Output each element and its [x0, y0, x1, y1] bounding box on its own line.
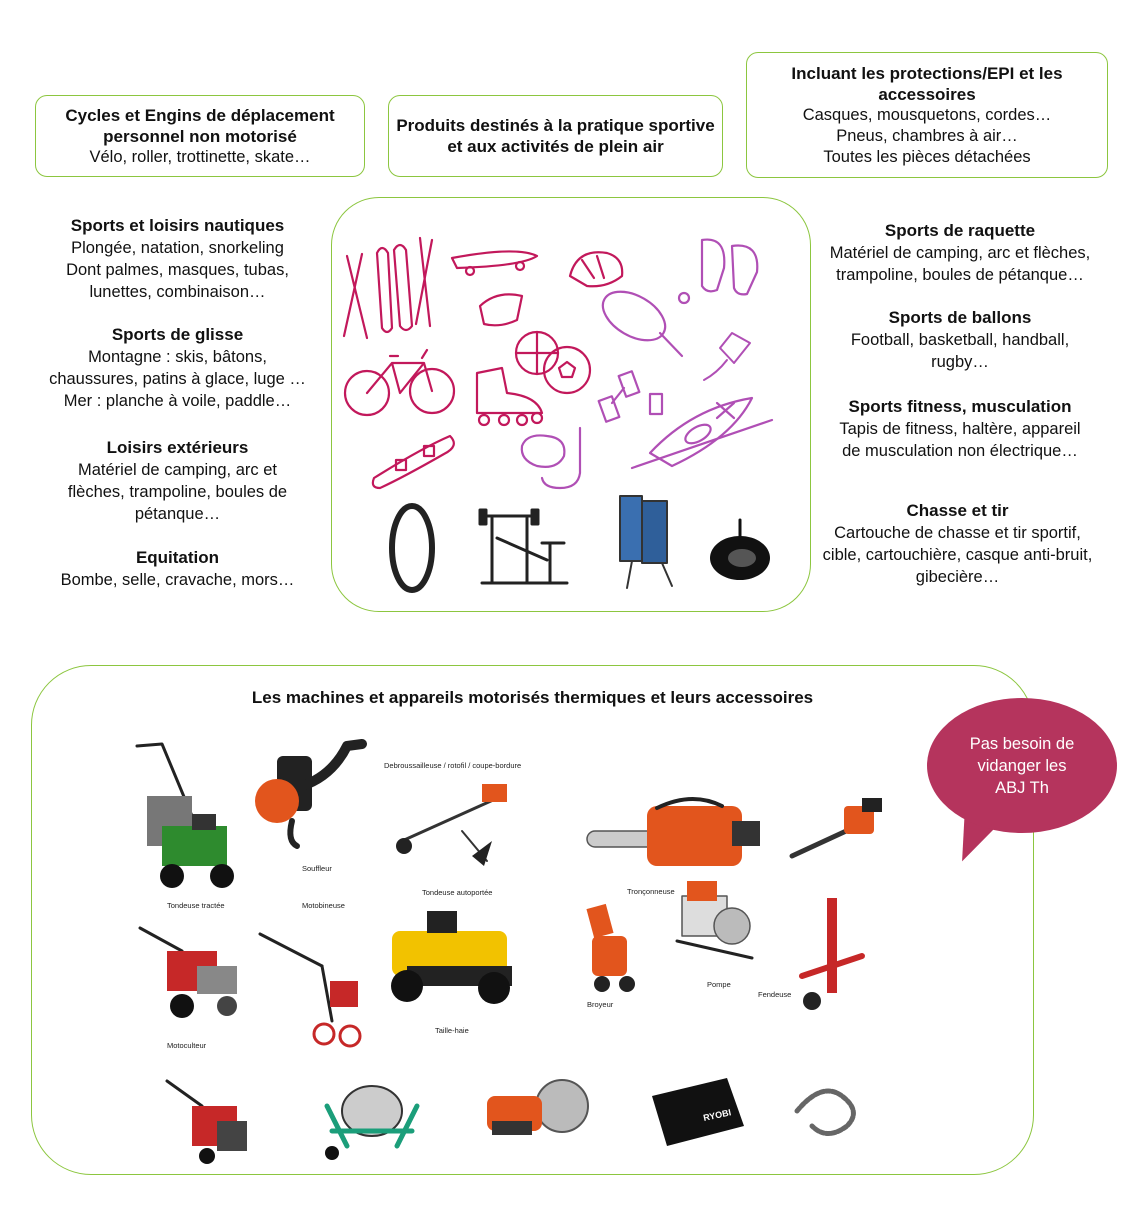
cat-line: lunettes, combinaison…: [89, 283, 266, 301]
cat-chasse: Chasse et tir Cartouche de chasse et tir…: [800, 500, 1115, 588]
cat-line: gibecière…: [915, 568, 1000, 586]
cat-raquette: Sports de raquette Matériel de camping, …: [805, 220, 1115, 286]
chainsaw-icon: [586, 796, 760, 866]
cat-title: Sports fitness, musculation: [848, 397, 1072, 416]
cat-line: Mer : planche à voile, paddle…: [63, 392, 292, 410]
caption-debroussailleuse: Debroussailleuse / rotofil / coupe-bordu…: [384, 761, 522, 770]
snow-blower-icon: [165, 1079, 247, 1164]
caption-tondeuse-autoportee: Tondeuse autoportée: [422, 888, 493, 897]
protections-line1: Casques, mousquetons, cordes…: [802, 105, 1052, 124]
cat-line: Matériel de camping, arc et: [77, 461, 277, 479]
bubble-line3: ABJ Th: [995, 778, 1049, 797]
cat-title: Sports et loisirs nautiques: [70, 216, 285, 235]
cat-line: cible, cartouchière, casque anti-bruit,: [822, 546, 1093, 564]
cycles-box: Cycles et Engins de déplacement personne…: [35, 95, 365, 177]
cat-title: Loisirs extérieurs: [106, 438, 249, 457]
cycles-line: Vélo, roller, trottinette, skate…: [89, 147, 311, 166]
cat-title: Chasse et tir: [906, 501, 1009, 520]
protections-line2: Pneus, chambres à air…: [836, 126, 1018, 145]
produits-title: Produits destinés à la pratique sportive…: [396, 116, 715, 156]
snowboard-icon: [371, 434, 455, 490]
protections-title: Incluant les protections/EPI et les acce…: [791, 63, 1063, 104]
cat-line: Montagne : skis, bâtons,: [88, 348, 267, 366]
disc-cutter-icon: [487, 1079, 589, 1135]
flippers-icon: [700, 238, 759, 296]
cat-fitness: Sports fitness, musculation Tapis de fit…: [805, 396, 1115, 462]
caption-tondeuse-tractee: Tondeuse tractée: [167, 901, 225, 910]
cat-nautiques: Sports et loisirs nautiques Plongée, nat…: [30, 215, 325, 303]
cat-line: Bombe, selle, cravache, mors…: [60, 571, 295, 589]
balls-icon: [514, 330, 592, 395]
caption-pompe: Pompe: [707, 980, 731, 989]
kayak-icon: [630, 396, 774, 470]
cat-line: flèches, trampoline, boules de: [67, 483, 288, 501]
cat-ballons: Sports de ballons Football, basketball, …: [805, 307, 1115, 373]
ping-pong-table-icon: [619, 495, 673, 589]
shin-guard-icon: [478, 293, 524, 327]
speech-bubble: Pas besoin de vidanger les ABJ Th: [927, 698, 1117, 833]
cat-line: Plongée, natation, snorkeling: [71, 239, 284, 257]
sports-illustration-panel: [331, 197, 811, 612]
cat-line: de musculation non électrique…: [842, 442, 1078, 460]
cat-line: Matériel de camping, arc et flèches,: [829, 244, 1091, 262]
cat-line: pétanque…: [134, 505, 221, 523]
caption-fendeuse: Fendeuse: [758, 990, 792, 999]
brush-cutter-icon: [396, 784, 507, 866]
inner-tube-icon: [710, 518, 770, 580]
skateboard-icon: [450, 250, 539, 277]
ride-on-mower-icon: [391, 911, 512, 1004]
broyeur-icon: [586, 903, 635, 992]
caption-motobineuse: Motobineuse: [302, 901, 345, 910]
kite-icon: [703, 332, 751, 381]
weight-bench-icon: [478, 508, 569, 585]
motobineuse-icon: [258, 932, 362, 1048]
saw-chain-icon: [794, 1088, 856, 1136]
machines-panel: Les machines et appareils motorisés ther…: [31, 665, 1034, 1175]
caption-broyeur: Broyeur: [587, 1000, 614, 1009]
snorkel-mask-icon: [520, 426, 582, 490]
skis-icon: [342, 236, 434, 340]
cat-title: Sports de ballons: [888, 308, 1032, 327]
helmet-icon: [568, 251, 624, 288]
cat-title: Sports de raquette: [884, 221, 1036, 240]
motoculteur-icon: [138, 926, 237, 1018]
cat-exterieurs: Loisirs extérieurs Matériel de camping, …: [30, 437, 325, 525]
cycles-title: Cycles et Engins de déplacement personne…: [65, 105, 335, 146]
caption-taille-haie: Taille-haie: [435, 1026, 469, 1035]
tennis-racket-icon: [601, 290, 691, 358]
log-splitter-icon: [799, 898, 865, 1010]
cat-glisse: Sports de glisse Montagne : skis, bâtons…: [30, 324, 325, 412]
lawn-mower-icon: [135, 742, 234, 888]
grass-collector-icon: RYOBI: [652, 1078, 744, 1146]
protections-line3: Toutes les pièces détachées: [823, 147, 1031, 166]
bicycle-icon: [343, 348, 456, 417]
cat-line: Football, basketball, handball,: [850, 331, 1070, 349]
leaf-blower-icon: [255, 739, 367, 849]
protections-box: Incluant les protections/EPI et les acce…: [746, 52, 1108, 178]
pump-icon: [675, 881, 754, 960]
bubble-line1: Pas besoin de: [969, 734, 1075, 753]
cat-title: Equitation: [135, 548, 220, 567]
cat-line: rugby…: [931, 353, 989, 371]
bubble-line2: vidanger les: [977, 756, 1067, 775]
machines-title: Les machines et appareils motorisés ther…: [251, 688, 814, 707]
cat-title: Sports de glisse: [111, 325, 244, 344]
caption-souffleur: Souffleur: [302, 864, 332, 873]
cat-line: trampoline, boules de pétanque…: [836, 266, 1084, 284]
dumbbell-icon: [597, 370, 664, 423]
caption-tronconneuse: Tronçonneuse: [627, 887, 675, 896]
cement-mixer-icon: [324, 1085, 420, 1160]
roller-skate-icon: [475, 366, 544, 427]
caption-motoculteur: Motoculteur: [167, 1041, 207, 1050]
cat-line: Cartouche de chasse et tir sportif,: [834, 524, 1081, 542]
cat-equitation: Equitation Bombe, selle, cravache, mors…: [30, 547, 325, 591]
cat-line: Tapis de fitness, haltère, appareil: [839, 420, 1081, 438]
produits-box: Produits destinés à la pratique sportive…: [388, 95, 723, 177]
cat-line: chaussures, patins à glace, luge …: [49, 370, 306, 388]
bike-tyre-icon: [389, 503, 435, 593]
hedge-trimmer-icon: [789, 798, 882, 859]
cat-line: Dont palmes, masques, tubas,: [66, 261, 289, 279]
